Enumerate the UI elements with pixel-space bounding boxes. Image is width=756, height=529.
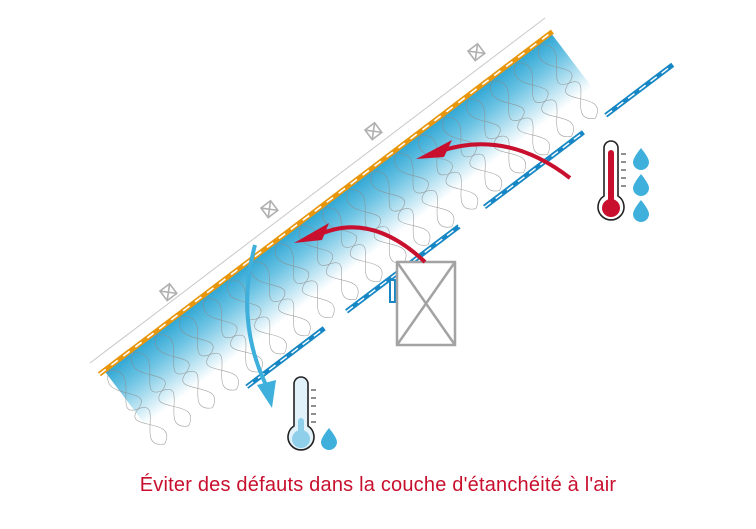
insulation-layer [104,33,610,448]
insulation-fibres [107,44,598,445]
fibre-curve [274,243,335,318]
water-drop-icon [633,148,649,222]
thermometer-hot-icon [597,140,626,221]
fibre-curve [227,279,287,354]
rafter-beam [395,260,457,347]
fibre-curve [442,117,503,191]
fibre-curve [370,171,431,246]
warm-air-arrow-upper [416,140,572,180]
fibre-curve [514,62,574,137]
water-drop-icon [321,428,337,450]
warm-air-arrow-lower [294,223,427,264]
fibre-curve [298,225,359,300]
cold-air-arrow [245,244,276,408]
fibre-curve [538,44,598,119]
fibre-curve [107,370,168,445]
fibre-curve [250,261,311,336]
diagram-caption: Éviter des défauts dans la couche d'étan… [139,474,617,496]
fibre-curve [131,352,192,426]
fibre-curve [346,189,407,264]
fibre-curve [179,316,239,390]
fibre-curve [394,153,455,227]
bracket [389,279,396,303]
fibre-curve [418,135,479,209]
battens [158,42,486,302]
thermometer-cold-icon [287,376,316,451]
fibre-curve [322,207,383,282]
fibre-curve [155,334,215,408]
fibre-curve [490,80,550,155]
roof-cover-line [89,17,546,364]
fibre-curve [466,99,527,173]
